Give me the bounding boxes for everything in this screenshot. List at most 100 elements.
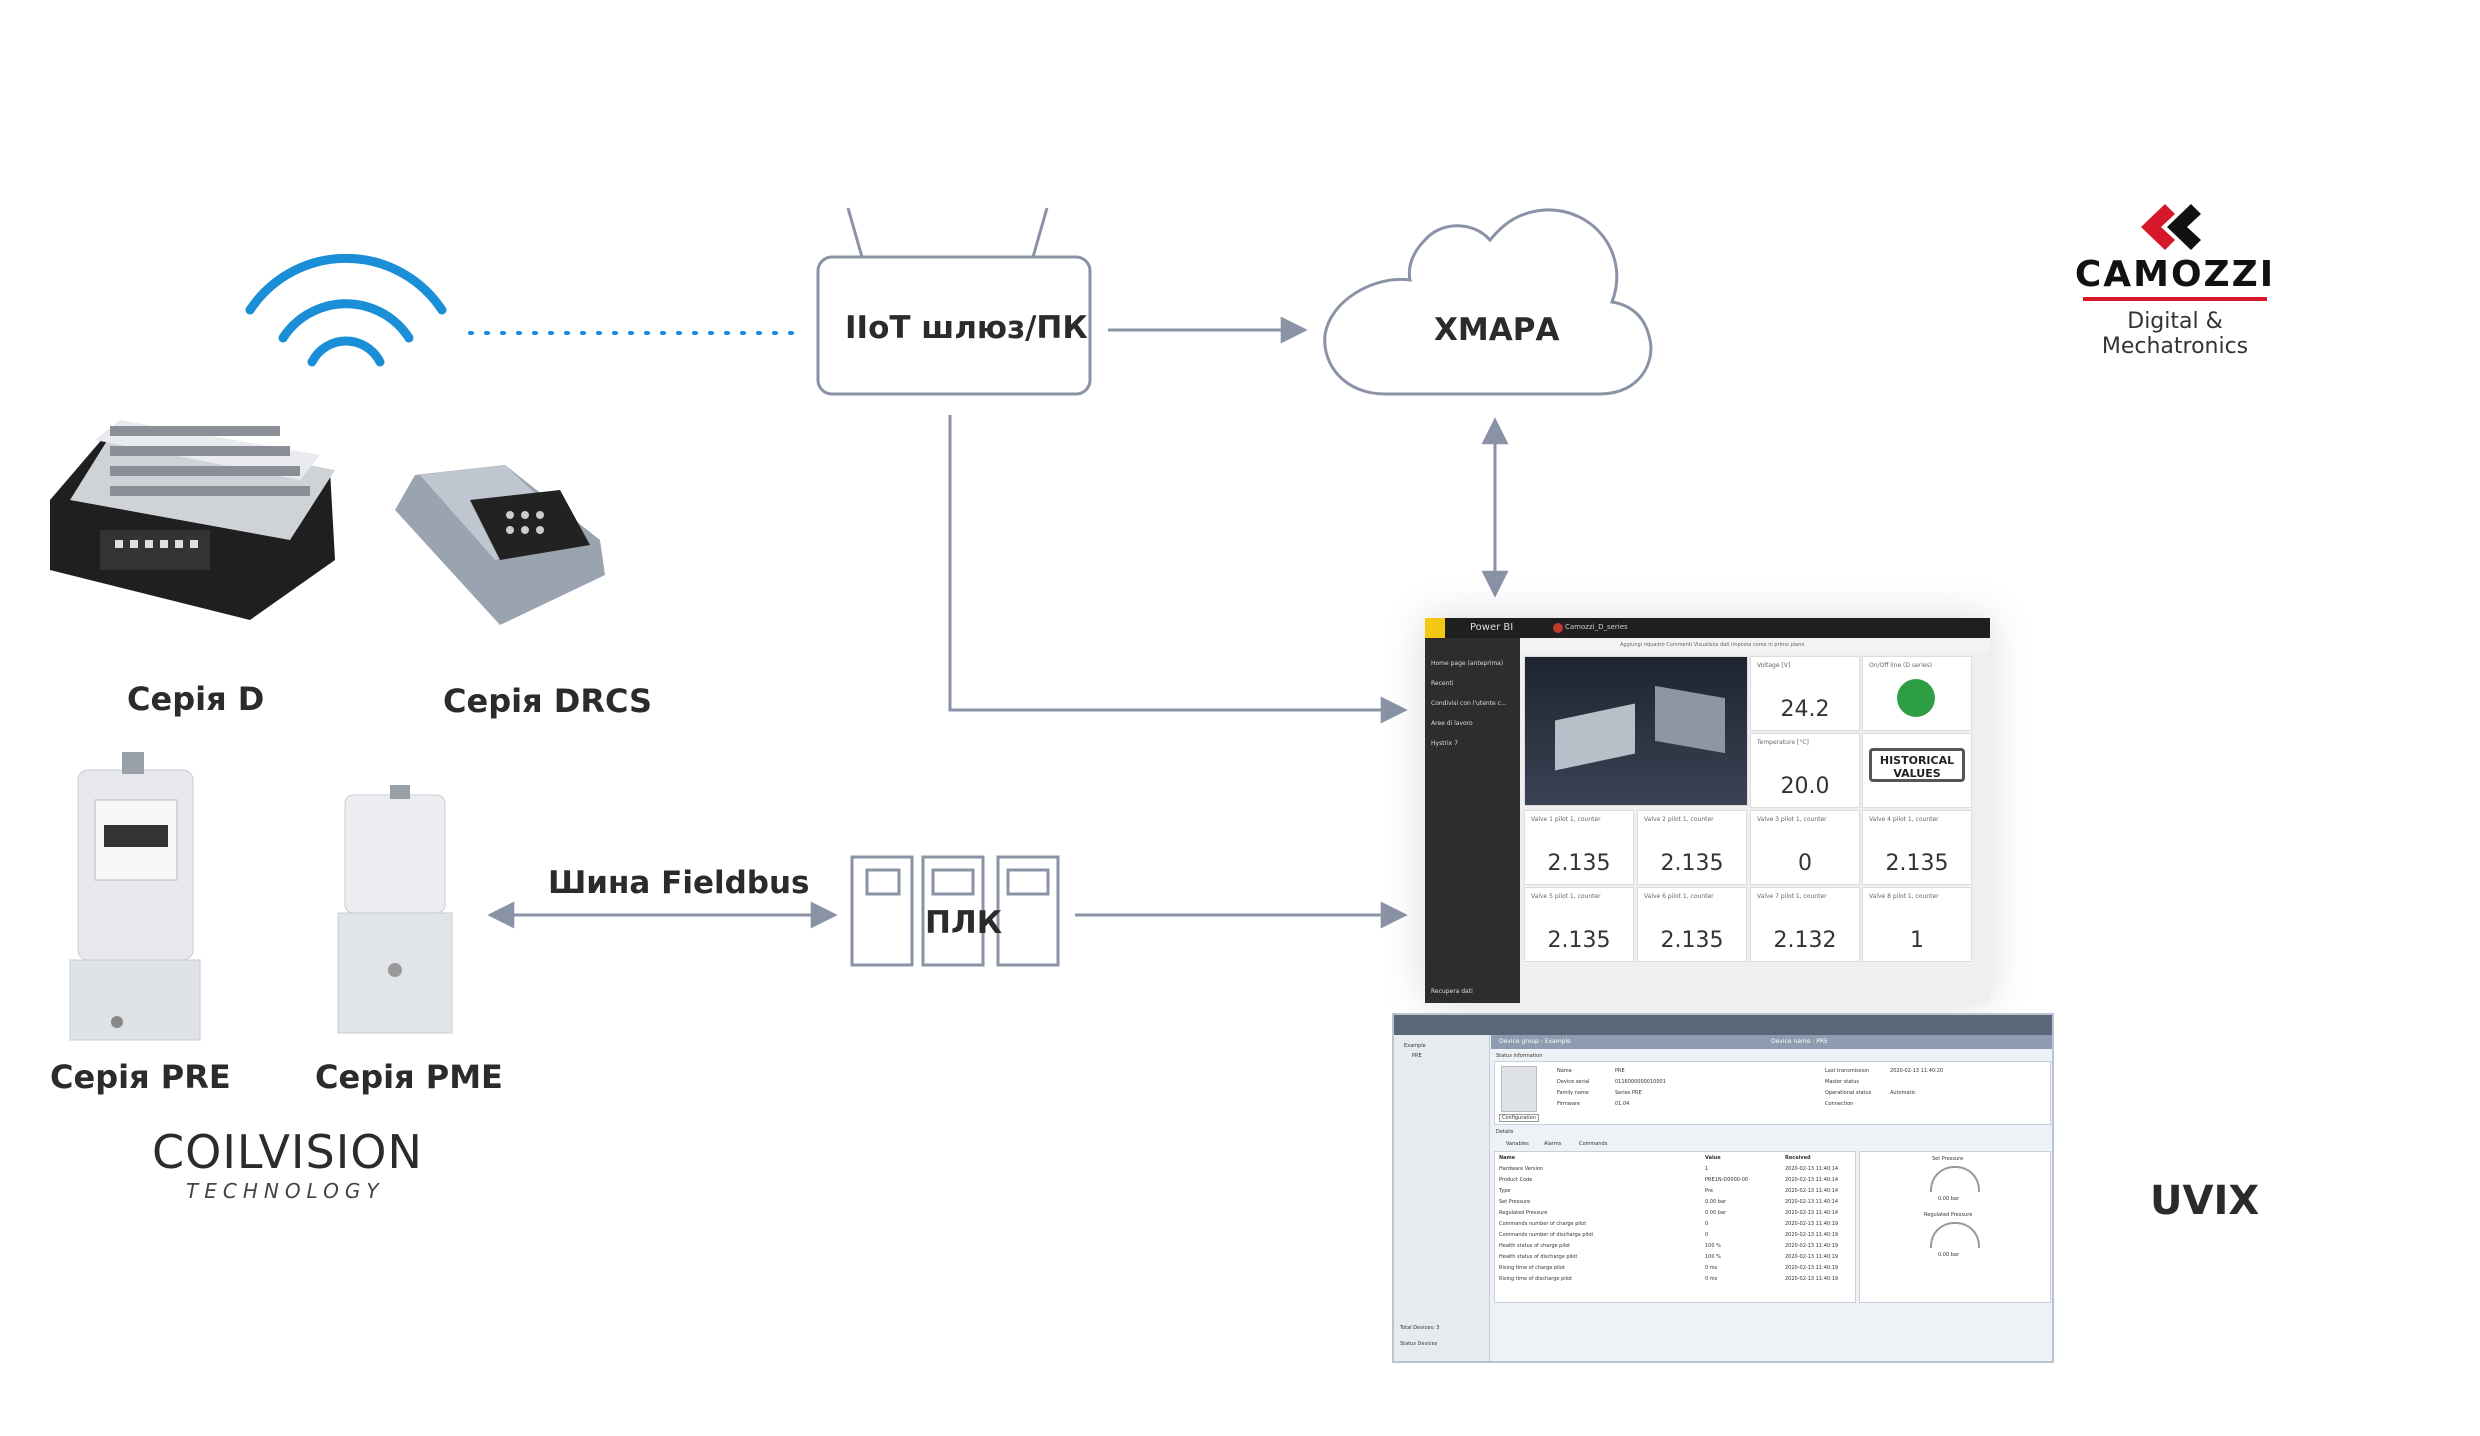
gauge1-title: Set Pressure — [1932, 1156, 1964, 1162]
series-pre-label: Серія PRE — [50, 1058, 231, 1096]
status-info-title: Status information — [1496, 1053, 1543, 1059]
device-thumbnail — [1501, 1066, 1537, 1112]
table-cell: 0 — [1705, 1232, 1709, 1238]
uvix-window: Example PRE Total Devices: 3 Status Devi… — [1392, 1013, 2054, 1363]
powerbi-toolbar: Aggiungi riquadro Commenti Visualizza da… — [1520, 638, 1990, 652]
field-connection-key: Connection — [1825, 1101, 1854, 1107]
sidebar-item-workspaces[interactable]: Aree di lavoro — [1431, 720, 1473, 727]
series-drcs-device — [395, 465, 605, 625]
device-group-label: Device group : Example — [1499, 1038, 1571, 1045]
fieldbus-label: Шина Fieldbus — [548, 865, 810, 901]
field-family-value: Series PRE — [1615, 1090, 1642, 1096]
tab-commands[interactable]: Commands — [1579, 1141, 1608, 1147]
table-cell: 2020-02-13 11:40:19 — [1785, 1254, 1839, 1260]
onoff-tile[interactable]: On/Off line (D series) — [1862, 656, 1972, 731]
total-devices: Total Devices: 3 — [1400, 1325, 1440, 1331]
table-cell: 2020-02-13 11:40:19 — [1785, 1232, 1839, 1238]
table-cell: 2020-02-13 11:40:14 — [1785, 1177, 1839, 1183]
gauges-panel: Set Pressure 0.00 bar Regulated Pressure… — [1859, 1151, 2051, 1303]
tab-alarms[interactable]: Alarms — [1544, 1141, 1562, 1147]
valve-value: 2.135 — [1547, 851, 1611, 876]
cloud-shape — [1323, 208, 1653, 396]
historical-values-button[interactable]: HISTORICAL VALUES — [1869, 748, 1965, 782]
valve-title: Valve 2 pilot 1, counter — [1644, 816, 1714, 823]
series-pre-device — [69, 752, 201, 1041]
valve-value: 1 — [1910, 928, 1924, 953]
sidebar-item-recent[interactable]: Recenti — [1431, 680, 1454, 687]
table-header: Value — [1705, 1155, 1721, 1161]
apps-grid-icon[interactable] — [1425, 618, 1445, 638]
field-serial-value: 0116000000010001 — [1615, 1079, 1666, 1085]
table-cell: 2020-02-13 11:40:14 — [1785, 1188, 1839, 1194]
temperature-tile[interactable]: Temperature [°C] 20.0 — [1750, 733, 1860, 808]
coilvision-wordmark: COILVISION — [152, 1125, 423, 1179]
table-cell: Set Pressure — [1499, 1199, 1531, 1205]
set-pressure-gauge — [1930, 1166, 1980, 1192]
historical-tile[interactable]: HISTORICAL VALUES — [1862, 733, 1972, 808]
valve-title: Valve 1 pilot 1, counter — [1531, 816, 1601, 823]
field-operational-key: Operational status — [1825, 1090, 1872, 1096]
powerbi-topbar: Power BI Camozzi_D_series — [1425, 618, 1990, 638]
table-cell: 2020-02-13 11:40:14 — [1785, 1166, 1839, 1172]
valve-tile-8[interactable]: Valve 8 pilot 1, counter 1 — [1862, 887, 1972, 962]
table-header: Received — [1785, 1155, 1811, 1161]
valve-tile-6[interactable]: Valve 6 pilot 1, counter 2.135 — [1637, 887, 1747, 962]
valve-title: Valve 3 pilot 1, counter — [1757, 816, 1827, 823]
table-cell: 2020-02-13 11:40:14 — [1785, 1199, 1839, 1205]
table-cell: 2020-02-13 11:40:19 — [1785, 1221, 1839, 1227]
valve-tile-4[interactable]: Valve 4 pilot 1, counter 2.135 — [1862, 810, 1972, 885]
cloud-label: ХМАРА — [1434, 312, 1560, 348]
series-pme-device — [337, 785, 453, 1034]
sidebar-item-shared[interactable]: Condivisi con l'utente c... — [1431, 700, 1507, 707]
toolbar-actions[interactable]: Aggiungi riquadro Commenti Visualizza da… — [1620, 642, 1805, 648]
field-firmware-value: 01.04 — [1615, 1101, 1630, 1107]
details-title: Details — [1496, 1129, 1514, 1135]
table-cell: 0 ms — [1705, 1276, 1718, 1282]
field-master-key: Master status — [1825, 1079, 1860, 1085]
valve-tile-7[interactable]: Valve 7 pilot 1, counter 2.132 — [1750, 887, 1860, 962]
status-indicator-icon — [1897, 679, 1935, 717]
field-name-key: Name — [1557, 1068, 1572, 1074]
camozzi-underline — [2083, 297, 2267, 301]
valve-tile-3[interactable]: Valve 3 pilot 1, counter 0 — [1750, 810, 1860, 885]
table-cell: 1 — [1705, 1166, 1709, 1172]
uvix-header: Device group : Example Device name : PRE — [1491, 1035, 2052, 1049]
tab-variables[interactable]: Variables — [1506, 1141, 1529, 1147]
valve-tile-1[interactable]: Valve 1 pilot 1, counter 2.135 — [1524, 810, 1634, 885]
field-firmware-key: Firmware — [1557, 1101, 1580, 1107]
valve-value: 2.135 — [1660, 851, 1724, 876]
field-name-value: PRE — [1615, 1068, 1625, 1074]
camozzi-cc-icon — [2141, 204, 2201, 250]
valve-tile-2[interactable]: Valve 2 pilot 1, counter 2.135 — [1637, 810, 1747, 885]
voltage-tile[interactable]: Voltage [V] 24.2 — [1750, 656, 1860, 731]
table-header: Name — [1499, 1155, 1516, 1161]
field-operational-value: Automatic — [1890, 1090, 1916, 1096]
table-cell: Rising time of discharge pilot — [1499, 1276, 1573, 1282]
gauge2-value: 0.00 bar — [1938, 1252, 1960, 1258]
sidebar-item-workspace[interactable]: Hystrix 7 — [1431, 740, 1458, 747]
regulated-pressure-gauge — [1930, 1222, 1980, 1248]
valve-tile-5[interactable]: Valve 5 pilot 1, counter 2.135 — [1524, 887, 1634, 962]
tree-item-group[interactable]: Example — [1404, 1043, 1426, 1049]
breadcrumb[interactable]: Camozzi_D_series — [1565, 623, 1628, 631]
sidebar-get-data[interactable]: Recupera dati — [1431, 988, 1473, 995]
camozzi-tagline: Digital & Mechatronics — [2101, 309, 2249, 359]
table-cell: Type — [1499, 1188, 1511, 1194]
temperature-title: Temperature [°C] — [1757, 739, 1809, 746]
configuration-button[interactable]: Configuration — [1499, 1114, 1539, 1122]
table-cell: 100 % — [1705, 1254, 1721, 1260]
tree-item-device[interactable]: PRE — [1412, 1053, 1422, 1059]
coilvision-logo: COILVISION TECHNOLOGY — [152, 1125, 423, 1203]
table-cell: Commands number of charge pilot — [1499, 1221, 1587, 1227]
gateway-label: IIoT шлюз/ПК — [845, 310, 1088, 346]
table-cell: 0 — [1705, 1221, 1709, 1227]
powerbi-dashboard: Power BI Camozzi_D_series Home page (ant… — [1425, 618, 1990, 1003]
table-cell: Health status of discharge pilot — [1499, 1254, 1578, 1260]
sidebar-item-home[interactable]: Home page (anteprima) — [1431, 660, 1504, 667]
uvix-device-tree: Example PRE Total Devices: 3 Status Devi… — [1394, 1035, 1490, 1361]
wifi-icon — [245, 253, 447, 367]
field-last-tx-key: Last transmission — [1825, 1068, 1869, 1074]
module-image — [1655, 685, 1725, 754]
valve-title: Valve 7 pilot 1, counter — [1757, 893, 1827, 900]
